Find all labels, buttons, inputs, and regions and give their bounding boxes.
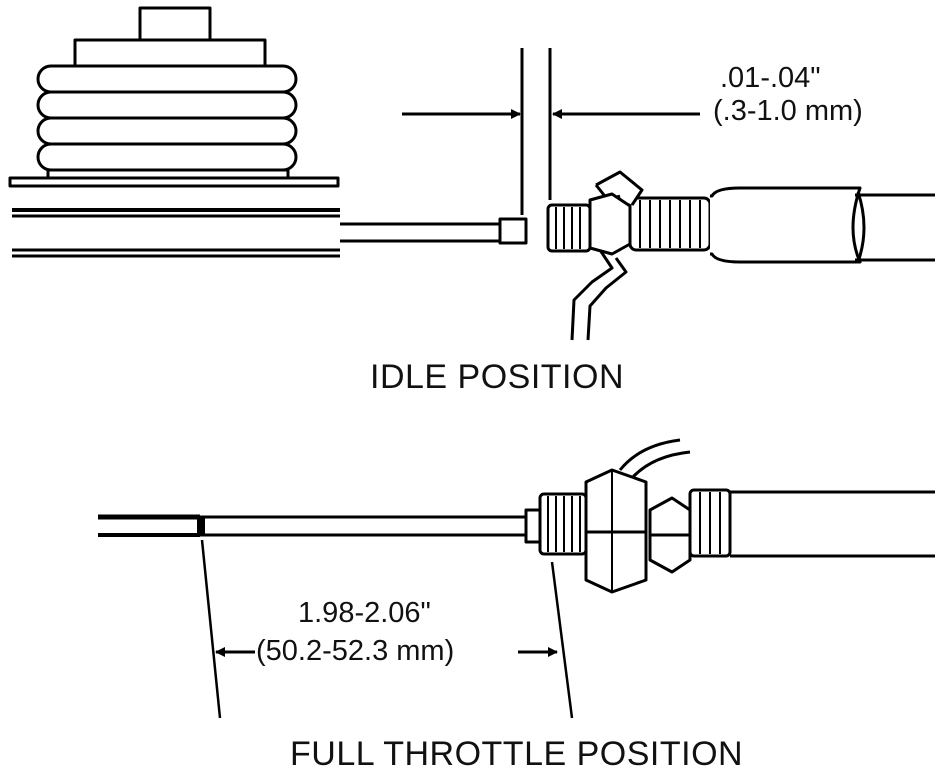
full-throttle-travel-inches: 1.98-2.06" bbox=[298, 597, 431, 629]
full-throttle-travel-mm: (50.2-52.3 mm) bbox=[256, 635, 455, 667]
full-throttle-mounting-bracket bbox=[618, 438, 692, 574]
idle-position-caption: IDLE POSITION bbox=[370, 358, 624, 396]
idle-cable-end-fitting bbox=[498, 217, 528, 245]
idle-diagram bbox=[8, 6, 935, 341]
idle-hex-nut bbox=[588, 192, 632, 256]
full-throttle-cable-housing bbox=[730, 490, 935, 558]
bellows-boot bbox=[36, 6, 298, 180]
idle-clearance-mm: (.3-1.0 mm) bbox=[713, 95, 863, 127]
base-plate bbox=[8, 176, 340, 258]
idle-threaded-adjuster bbox=[546, 196, 712, 253]
full-throttle-diagram bbox=[98, 438, 935, 719]
full-throttle-inner-cable bbox=[98, 514, 530, 537]
idle-inner-cable bbox=[340, 222, 505, 243]
idle-reference-bracket bbox=[520, 48, 552, 215]
full-throttle-position-caption: FULL THROTTLE POSITION bbox=[290, 735, 744, 773]
full-throttle-threaded-adjuster bbox=[538, 488, 732, 558]
full-throttle-travel-dimension bbox=[200, 539, 574, 719]
idle-cable-housing bbox=[710, 186, 935, 264]
idle-clearance-inches: .01-.04" bbox=[720, 62, 821, 94]
